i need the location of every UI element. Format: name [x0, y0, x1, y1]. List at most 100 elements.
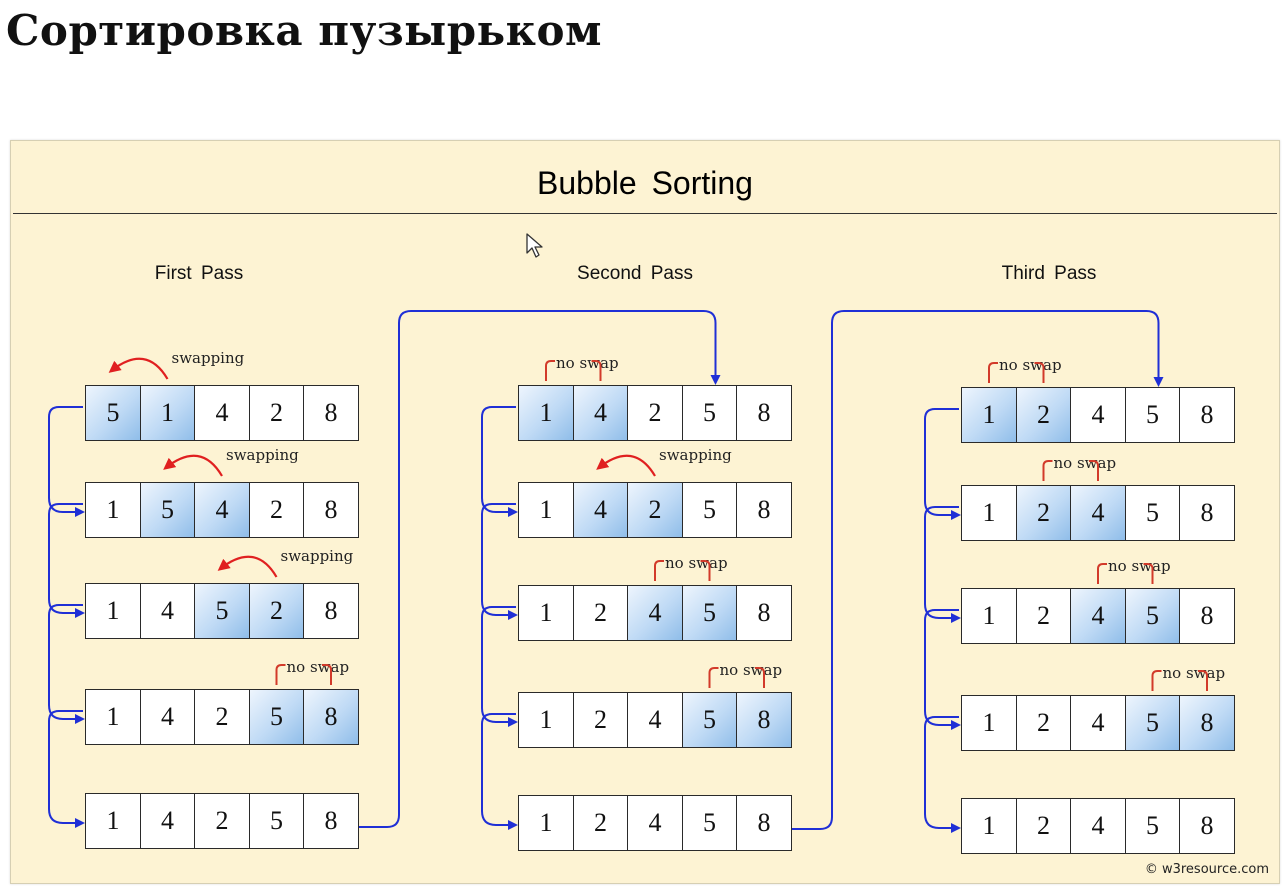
no-swap-label: no swap: [1108, 557, 1171, 575]
array-cell: 5: [681, 795, 738, 851]
array-cell: 1: [961, 798, 1017, 854]
no-swap-bracket: [545, 360, 602, 381]
step-connector-arrow: [48, 604, 85, 724]
array-cell: 8: [736, 385, 792, 441]
step-connector-arrow: [48, 406, 85, 517]
connector-arrows: [48, 310, 1208, 833]
no-swap-bracket: [708, 667, 765, 688]
array-cell: 1: [961, 695, 1017, 751]
array-cell-compared: 4: [1070, 588, 1126, 644]
array-cell-compared: 5: [248, 689, 305, 745]
array-cell-compared: 4: [627, 585, 683, 641]
array-cell: 8: [303, 385, 359, 441]
step-connector-arrow: [481, 606, 518, 727]
array-cell: 5: [1124, 485, 1181, 541]
array-cell: 2: [1015, 798, 1072, 854]
no-swap-label: no swap: [665, 554, 728, 572]
array-cell: 2: [194, 689, 250, 745]
swap-arrow-icon: [217, 555, 278, 578]
array-cell: 1: [518, 585, 574, 641]
array-cell: 4: [194, 385, 250, 441]
array-cell-compared: 2: [1015, 387, 1072, 443]
array-cell-compared: 4: [572, 482, 629, 538]
step-connector-arrow: [924, 716, 961, 833]
array-cell: 4: [139, 689, 196, 745]
step-connector-arrow: [48, 503, 85, 618]
swapping-label: swapping: [659, 446, 732, 464]
array-cell: 4: [1070, 798, 1126, 854]
array-cell-compared: 5: [1124, 695, 1181, 751]
swap-arrow-icon: [163, 454, 223, 477]
array-cell: 8: [1179, 588, 1235, 644]
no-swap-label: no swap: [1162, 664, 1226, 682]
step-connector-arrow: [48, 710, 85, 828]
step-connector-arrow: [924, 609, 961, 730]
swapping-label: swapping: [171, 349, 245, 367]
array-cell: 8: [736, 795, 792, 851]
array-cell: 2: [1015, 695, 1072, 751]
array-cell: 1: [518, 795, 574, 851]
array-cell: 2: [572, 795, 629, 851]
array-cell: 2: [572, 692, 629, 748]
array-cell: 8: [736, 585, 792, 641]
array-cell-compared: 8: [303, 689, 359, 745]
no-swap-bracket: [654, 560, 711, 581]
pass-connector-arrow: [792, 310, 1164, 830]
array-cell: 5: [1124, 798, 1181, 854]
copyright-note: © w3resource.com: [1144, 862, 1269, 877]
array-cell: 8: [1179, 798, 1235, 854]
array-cell: 8: [303, 793, 359, 849]
step-connector-arrow: [924, 506, 961, 623]
swapping-label: swapping: [226, 446, 299, 464]
pass-connector-arrow: [359, 310, 721, 828]
array-cell: 2: [248, 385, 305, 441]
pass-label-third: Third Pass: [1001, 263, 1097, 284]
array-cell: 1: [85, 793, 141, 849]
array-cell: 5: [681, 482, 738, 538]
array-cell-compared: 5: [1124, 588, 1181, 644]
array-cell-compared: 5: [681, 692, 738, 748]
array-cell: 8: [1179, 387, 1235, 443]
array-cell: 4: [627, 795, 683, 851]
array-cell-compared: 4: [572, 385, 629, 441]
array-cell-compared: 1: [961, 387, 1017, 443]
array-cell-compared: 1: [139, 385, 196, 441]
no-swap-label: no swap: [719, 661, 783, 679]
array-cell: 5: [681, 385, 738, 441]
array-cell: 8: [1179, 485, 1235, 541]
array-cell-compared: 1: [518, 385, 574, 441]
array-cell: 8: [303, 583, 359, 639]
array-cell: 2: [572, 585, 629, 641]
array-cell-compared: 8: [736, 692, 792, 748]
array-cell: 4: [627, 692, 683, 748]
array-cell-compared: 2: [1015, 485, 1072, 541]
no-swap-label: no swap: [286, 658, 350, 676]
array-cell: 1: [85, 482, 141, 538]
step-connector-arrow: [481, 406, 518, 517]
step-connector-arrow: [481, 503, 518, 620]
no-swap-bracket: [1042, 460, 1099, 481]
figure-title: Bubble Sorting: [537, 165, 753, 201]
page-title: Сортировка пузырьком: [6, 6, 602, 55]
swap-arrow-icon: [108, 357, 169, 380]
title-divider: [13, 213, 1277, 214]
array-cell-compared: 5: [139, 482, 196, 538]
mouse-pointer-icon: [526, 233, 544, 263]
array-cell: 2: [1015, 588, 1072, 644]
array-cell: 2: [194, 793, 250, 849]
